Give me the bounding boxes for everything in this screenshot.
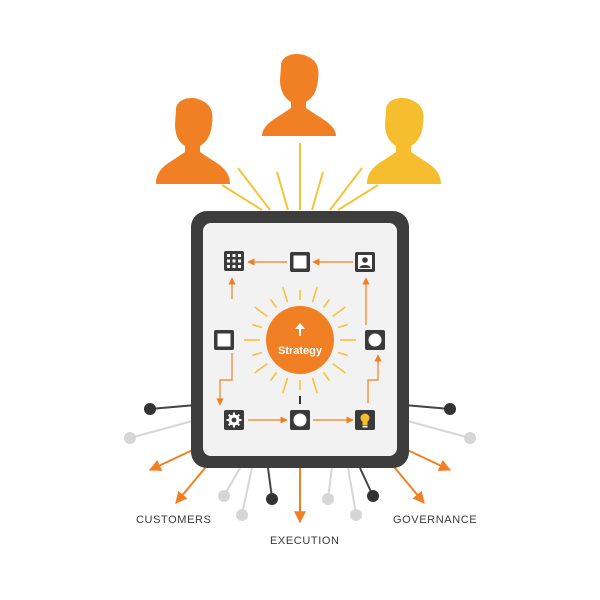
strategy-circle <box>266 306 334 374</box>
person-left-icon <box>156 98 230 184</box>
people-connectors <box>221 143 379 211</box>
arrow-up-icon <box>295 323 305 336</box>
sun-ray <box>322 299 331 309</box>
execution-label: EXECUTION <box>270 535 340 547</box>
circle-icon-bottom <box>290 410 310 430</box>
lightbulb-icon <box>355 410 375 430</box>
side-nodes <box>124 403 476 444</box>
sun-ray <box>281 286 289 303</box>
bottom-nodes <box>218 490 379 521</box>
sun-ray <box>311 377 319 394</box>
sun-ray <box>311 286 319 303</box>
sun-ray <box>252 323 263 329</box>
gear-icon <box>224 410 244 430</box>
governance-label: GOVERNANCE <box>393 514 478 526</box>
sun-ray <box>269 371 278 381</box>
sun-ray <box>331 362 346 374</box>
sun-ray <box>322 371 331 381</box>
sun-ray <box>281 377 289 394</box>
sun-ray <box>331 306 346 318</box>
sun-ray <box>254 306 269 318</box>
flow-arrows <box>216 258 382 424</box>
sunburst-rays <box>244 286 356 394</box>
circle-icon <box>365 330 385 350</box>
sun-ray <box>269 299 278 309</box>
sun-ray <box>337 351 348 357</box>
person-right-icon <box>367 98 441 184</box>
strategy-label: Strategy <box>278 345 323 357</box>
sun-ray <box>254 362 269 374</box>
user-icon <box>355 252 375 272</box>
customers-label: CUSTOMERS <box>136 514 212 526</box>
person-center-icon <box>262 54 336 136</box>
square-icon-left <box>214 330 234 350</box>
square-icon <box>290 252 310 272</box>
sun-ray <box>252 351 263 357</box>
grid-icon <box>224 251 244 271</box>
sun-ray <box>337 323 348 329</box>
